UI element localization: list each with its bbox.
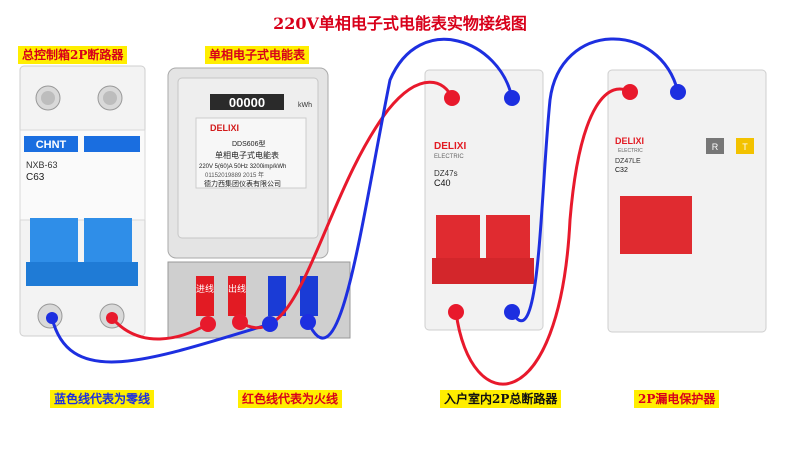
label-blue-wire-meaning: 蓝色线代表为零线 [50,390,155,408]
rcd-sub: ELECTRIC [618,148,643,154]
chnt-brand: CHNT [36,139,67,151]
label-leakage-breaker: 2P漏电保护器 [634,390,720,408]
terminal-out-label: 出线 [228,283,246,295]
delixi-brand: DELIXI [434,141,466,152]
meter-brand: DELIXI [210,123,239,133]
delixi-sub: ELECTRIC [434,154,464,160]
label-indoor-breaker: 入户室内2P总断路器 [440,390,562,408]
live-wire-3 [454,87,632,386]
meter-spec: 220V 5(60)A 50Hz 3200imp/kWh [199,164,286,170]
terminal-in-cover [196,276,214,316]
neutral-wire-3 [510,37,680,323]
electric-meter: 00000 kWh DELIXI DDS606型 单相电子式电能表 220V 5… [167,67,351,339]
live-wire-1 [110,316,210,341]
terminal-in-label: 进线 [196,283,214,295]
label-main-breaker: 总控制箱2P断路器 [18,46,128,64]
meter-reading: 00000 [229,95,265,110]
meter-display [210,94,284,110]
terminal-out-cover [228,276,246,316]
terminals [46,84,686,332]
delixi-model: DZ47s [434,169,458,178]
rcd-brand: DELIXI [615,136,644,146]
label-meter: 单相电子式电能表 [205,46,310,64]
meter-model: DDS606型 [232,139,265,148]
rcd-test-button: T [742,142,748,152]
label-red-wire-meaning: 红色线代表为火线 [238,390,343,408]
neutral-wire-2 [306,37,514,340]
rcd-reset-button: R [712,142,719,152]
meter-maker: 德力西集团仪表有限公司 [204,179,281,188]
live-wire-2 [238,80,454,330]
meter-serial: 01152019889 2015 年 [205,171,264,179]
chnt-rating: C63 [26,172,45,183]
meter-type-name: 单相电子式电能表 [215,150,279,160]
neutral-wire-1 [50,316,272,364]
chnt-2p-breaker: CHNT NXB-63 C63 [19,65,146,337]
rcd-rating: C32 [615,167,628,174]
delixi-rating: C40 [434,178,451,188]
rcd-model: DZ47LE [615,158,641,165]
rcd-leakage-breaker: DELIXI ELECTRIC DZ47LE C32 R T [607,69,767,333]
chnt-model: NXB-63 [26,160,58,170]
diagram-title: 220V单相电子式电能表实物接线图 [273,14,527,33]
meter-unit: kWh [298,102,312,109]
delixi-2p-breaker: DELIXI ELECTRIC DZ47s C40 [424,69,544,331]
wires [50,37,680,386]
